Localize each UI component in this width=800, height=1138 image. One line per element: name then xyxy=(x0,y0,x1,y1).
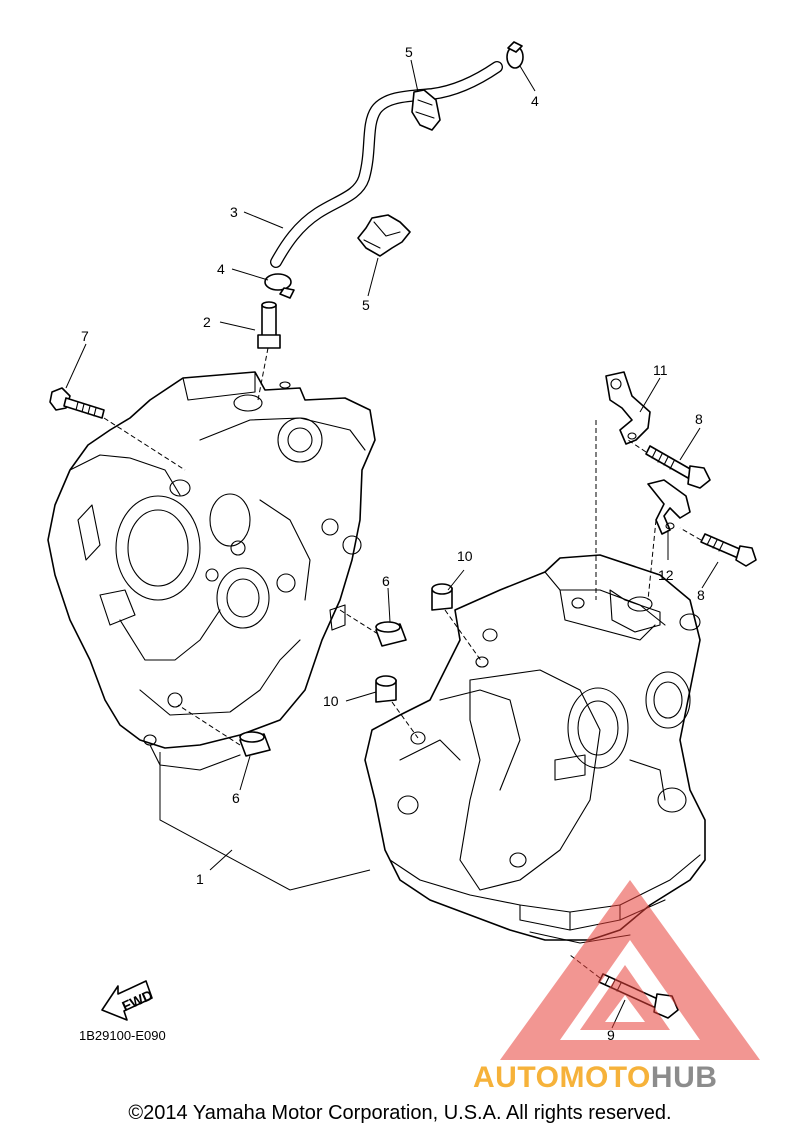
assembly-bracket-1 xyxy=(159,752,371,891)
leader-6b xyxy=(239,755,251,791)
leader-5a xyxy=(410,59,419,93)
hose-holder-lower xyxy=(357,214,411,257)
callout-8-lower: 8 xyxy=(697,587,705,603)
install-line-8b xyxy=(679,527,702,541)
dowel-pin-lower xyxy=(239,731,271,757)
watermark-triangle-icon xyxy=(500,880,760,1060)
dowel-pin-lower-right xyxy=(375,675,397,703)
crankcase-bolt-upper-right xyxy=(645,445,711,489)
leader-4a xyxy=(231,268,269,281)
hose-clip-lower xyxy=(264,273,295,299)
callout-12: 12 xyxy=(658,567,674,583)
leader-8b xyxy=(701,561,719,589)
callout-10-lower: 10 xyxy=(323,693,339,709)
leader-1 xyxy=(209,849,233,871)
watermark-part2: HUB xyxy=(651,1061,718,1094)
left-crankcase-half xyxy=(47,371,376,771)
leader-7 xyxy=(65,343,87,389)
clamp xyxy=(647,479,691,535)
leader-3 xyxy=(243,211,284,229)
bracket xyxy=(605,371,651,445)
leader-2 xyxy=(219,321,256,331)
leader-8a xyxy=(679,427,701,461)
copyright-notice: ©2014 Yamaha Motor Corporation, U.S.A. A… xyxy=(128,1102,672,1124)
install-line-8a xyxy=(627,439,647,453)
drawing-code: 1B29100-E090 xyxy=(79,1028,166,1043)
callout-10-upper: 10 xyxy=(457,548,473,564)
watermark-text: AUTOMOTOHUB xyxy=(473,1061,717,1094)
watermark-inner-triangle-icon xyxy=(580,965,670,1030)
callout-7: 7 xyxy=(81,328,89,344)
callout-3: 3 xyxy=(230,204,238,220)
callout-4-upper: 4 xyxy=(531,93,539,109)
callout-6-upper: 6 xyxy=(382,573,390,589)
leader-5b xyxy=(367,257,379,297)
callout-4-lower: 4 xyxy=(217,261,225,277)
leader-6a xyxy=(387,587,391,623)
callout-6-lower: 6 xyxy=(232,790,240,806)
dowel-pin-upper xyxy=(375,621,407,647)
install-line-6b xyxy=(177,704,241,746)
leader-10a xyxy=(447,569,465,591)
install-line-6a xyxy=(339,609,379,635)
leader-10b xyxy=(345,691,377,702)
watermark xyxy=(500,880,760,1060)
leader-11 xyxy=(639,377,661,413)
install-line-2 xyxy=(257,347,269,401)
callout-5-upper: 5 xyxy=(405,44,413,60)
callout-2: 2 xyxy=(203,314,211,330)
breather-union xyxy=(257,301,281,349)
watermark-part1: AUTOMOTO xyxy=(473,1061,651,1094)
hose-clip-upper xyxy=(506,41,524,69)
callout-9: 9 xyxy=(607,1027,615,1043)
fwd-arrow: FWD xyxy=(101,980,155,1021)
right-crankcase-half xyxy=(364,554,706,944)
callout-11: 11 xyxy=(653,362,668,378)
crankcase-bolt-left xyxy=(49,387,105,419)
dowel-pin-upper-right xyxy=(431,583,453,611)
install-line-7 xyxy=(103,417,186,471)
crankcase-bolt-lower-right xyxy=(700,533,757,567)
callout-8-upper: 8 xyxy=(695,411,703,427)
leader-4b xyxy=(519,65,536,92)
install-line-10a xyxy=(444,609,483,663)
callout-5-lower: 5 xyxy=(362,297,370,313)
install-line-12 xyxy=(647,519,657,601)
hose-holder-upper xyxy=(411,89,441,131)
callout-1: 1 xyxy=(196,871,204,887)
breather-hose xyxy=(271,62,502,267)
